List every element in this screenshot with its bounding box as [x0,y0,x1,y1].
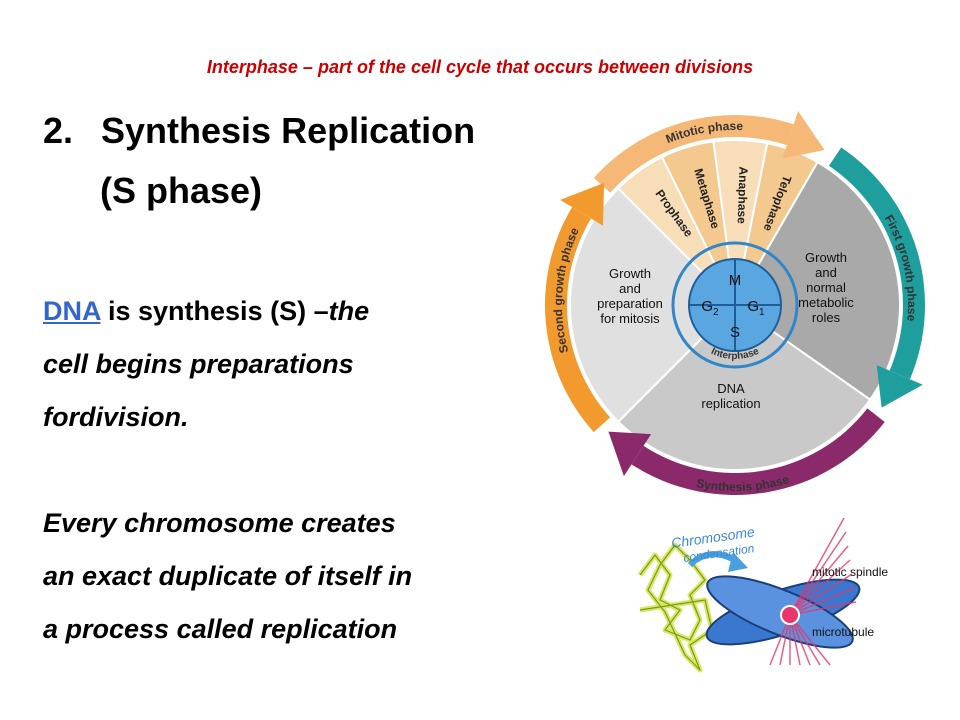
g1-sector-label-line: normal [806,280,846,295]
g2-sector-label-line: preparation [597,296,663,311]
s-sector-label-line: replication [701,396,760,411]
spindle-fiber [789,614,831,666]
center-s-label: S [730,324,740,341]
interphase-label-textpath: Interphase [709,346,761,362]
body-line-3: fordivision. [43,402,189,432]
heading-line-1: Synthesis Replication [101,110,476,151]
mitotic-spindle-label: mitotic spindle [812,565,888,579]
slide-heading: 2. Synthesis Replication [43,110,475,152]
mitotic-phase-arrow-band [593,114,794,193]
microtubule-label: microtubule [812,625,874,639]
spindle-fiber [789,587,855,616]
heading-line-2: (S phase) [100,170,263,211]
g1-sector-label-line: and [815,265,837,280]
g1-sector-label-line: metabolic [798,295,854,310]
interphase-label: Interphase [709,346,761,362]
body-para2-line-1: Every chromosome creates [43,508,396,538]
body-line-2: cell begins preparations [43,349,354,379]
s-sector-label-line: DNA [717,381,745,396]
dna-strand-inner [639,544,713,671]
synthesis-arrow-band [631,408,885,495]
spindle-fiber [789,531,847,616]
center-m-label: M [729,272,742,289]
chromatid-2 [706,575,854,649]
first-growth-arrow-head [876,365,923,408]
mitosis-stage-label: Anaphase [735,166,751,224]
mitotic-phase-arrow-head [782,110,825,159]
body-line-1-italic: the [328,296,370,326]
body-para2-line-2: an exact duplicate of itself in [43,561,413,591]
center-g1-subscript: 1 [759,307,765,318]
second-growth-arrow-head [560,182,605,226]
g2-sector-label-line: and [619,281,641,296]
heading-number: 2. [43,110,74,151]
g1-sector-label-line: roles [812,310,841,325]
condensation-arrow-head [728,552,748,572]
spindle-fiber [789,573,853,616]
center-g2-subscript: 2 [713,307,719,318]
spindle-fiber [789,517,845,616]
synthesis-arrow-head [608,431,652,477]
slide-subtitle: Interphase – part of the cell cycle that… [206,57,754,77]
centromere [780,605,800,625]
body-para2-line-3: a process called replication [43,614,398,644]
dna-link[interactable]: DNA [43,296,101,326]
g2-sector-label-line: for mitosis [600,311,660,326]
second-growth-arrow-band [544,207,611,433]
center-ring-outer [671,241,799,369]
body-text: DNA is synthesis (S) –the cell begins pr… [43,285,583,656]
first-growth-arrow-band [828,147,926,380]
spindle-fiber [789,545,849,616]
g2-sector-label-line: Growth [609,266,651,281]
body-line-1-rest: is synthesis (S) – [100,296,329,326]
spindle-fiber [789,559,851,616]
spindle-fiber [789,601,857,616]
body-line-1: DNA is synthesis (S) –the [43,285,583,338]
g1-sector-label-line: Growth [805,250,847,265]
